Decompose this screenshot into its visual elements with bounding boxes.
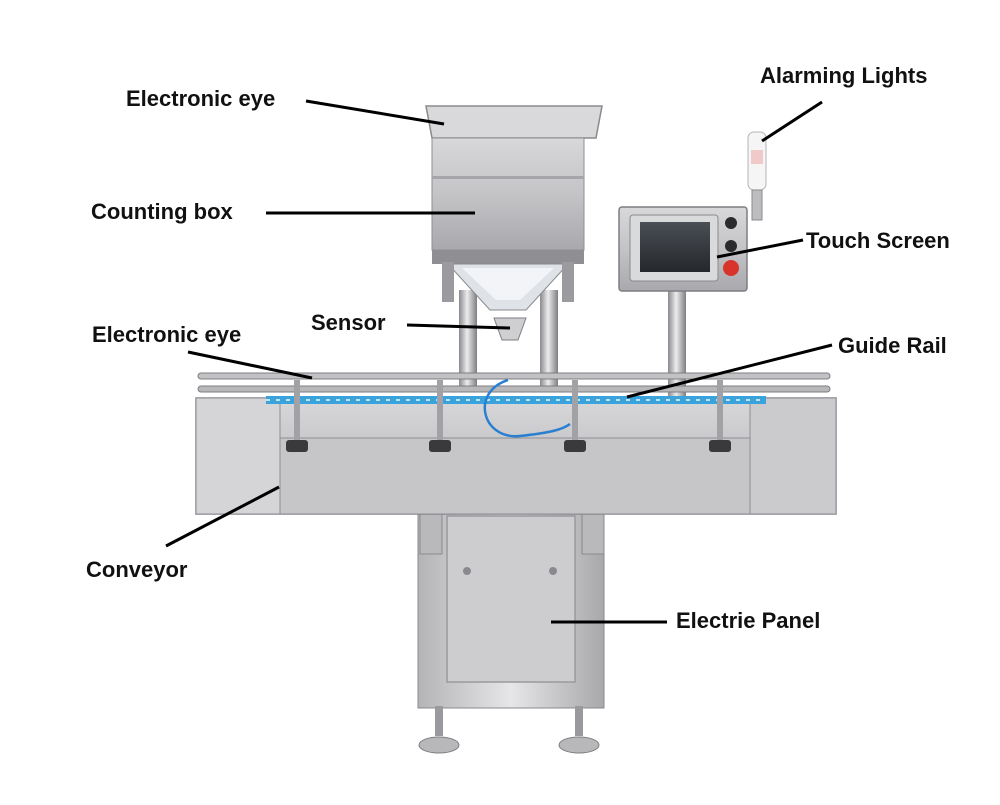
guide-rails (197, 372, 831, 393)
label-electronic-eye-top: Electronic eye (126, 86, 276, 111)
conveyor-frame (195, 397, 837, 515)
air-hose (483, 378, 571, 438)
alarm-light (747, 131, 767, 221)
leader-electronic-eye-top (305, 99, 445, 126)
leader-lines (165, 99, 833, 624)
leveling-feet (418, 706, 600, 754)
label-electronic-eye-conveyor: Electronic eye (92, 322, 242, 347)
label-electric-panel: Electrie Panel (676, 608, 821, 633)
leader-conveyor (165, 485, 280, 548)
control-panel (618, 206, 748, 292)
support-columns (459, 285, 686, 430)
leader-electronic-eye-conveyor (187, 350, 313, 380)
conveyor-belt (266, 396, 766, 404)
label-sensor: Sensor (311, 310, 386, 335)
leader-touch-screen (716, 238, 804, 259)
counting-box (425, 105, 603, 311)
leader-alarming-lights (761, 100, 823, 143)
leader-guide-rail (626, 343, 833, 399)
label-counting-box: Counting box (91, 199, 233, 224)
label-conveyor: Conveyor (86, 557, 188, 582)
sensor-nozzle (493, 317, 527, 341)
leader-sensor (406, 323, 511, 330)
rail-brackets (286, 380, 731, 452)
label-guide-rail: Guide Rail (838, 333, 947, 358)
electric-panel-cabinet (417, 511, 605, 709)
label-alarming-lights: Alarming Lights (760, 63, 928, 88)
label-touch-screen: Touch Screen (806, 228, 950, 253)
